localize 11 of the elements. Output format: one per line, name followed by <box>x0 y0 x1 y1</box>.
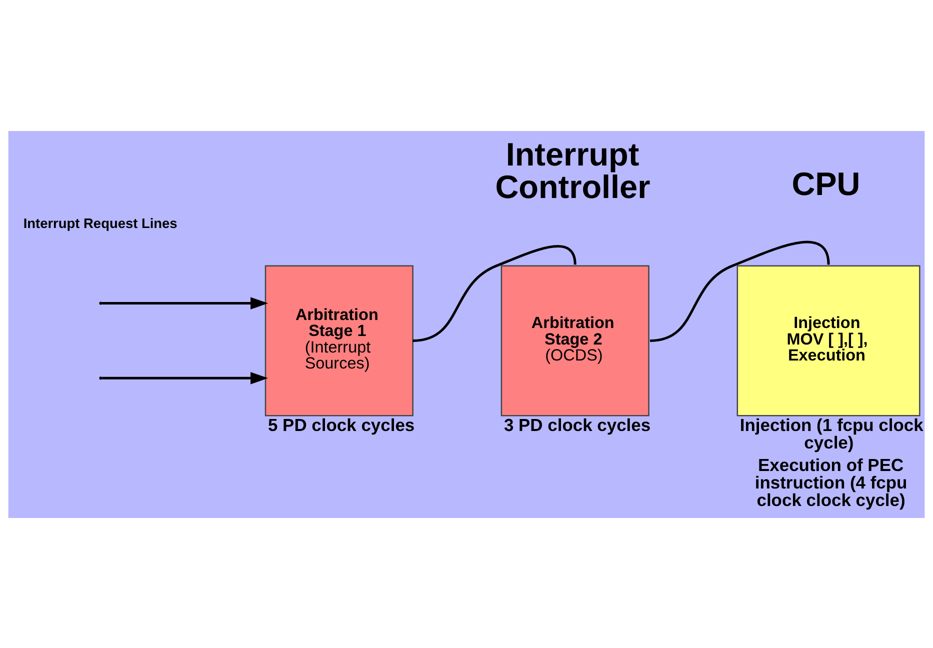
label: Interrupt Request Lines <box>23 216 178 231</box>
node-label: 3 PD clock cycles <box>504 414 651 434</box>
label: CPU <box>792 166 860 202</box>
node-label: 5 PD clock cycles <box>268 414 415 434</box>
node-label: Injection (1 fcpu clock cycle) <box>740 414 924 452</box>
connector <box>650 240 830 342</box>
arrow <box>102 296 268 309</box>
label: Interrupt Controller <box>495 136 650 205</box>
arrow <box>102 372 268 384</box>
connector <box>412 244 576 342</box>
node-label: Execution of PEC instruction (4 fcpu clock clock cycle) <box>754 454 908 510</box>
